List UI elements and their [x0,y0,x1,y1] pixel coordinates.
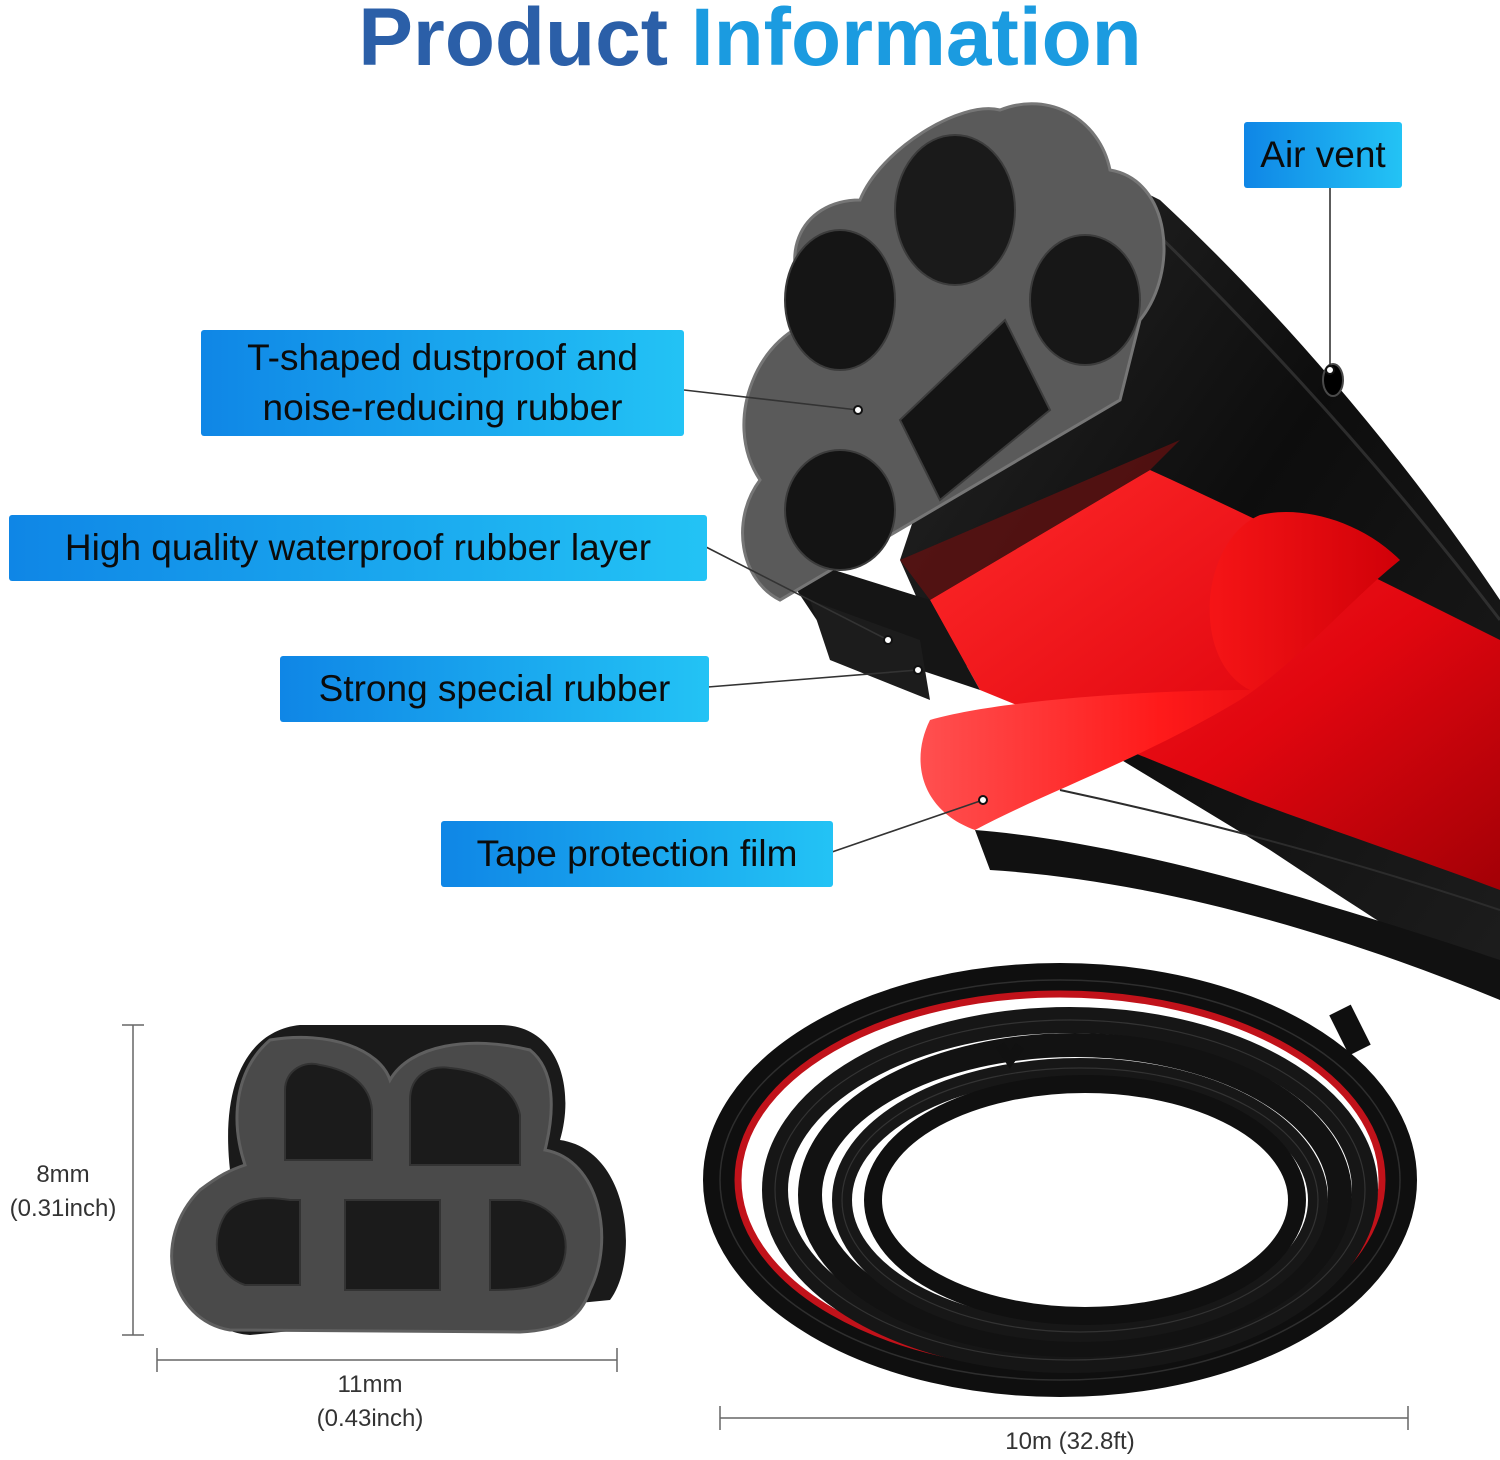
callout-dot [883,635,893,645]
callout-dot [1325,365,1335,375]
width-dimension-label: 11mm (0.43inch) [290,1368,450,1436]
callout-air-vent: Air vent [1244,122,1402,188]
profile-cross-section [170,1025,626,1335]
leader-waterproof [705,546,889,641]
length-dimension-label: 10m (32.8ft) [960,1425,1180,1459]
seal-coil [703,963,1417,1397]
leader-t-shaped [683,389,859,411]
callout-dot [978,795,988,805]
callout-waterproof-text: High quality waterproof rubber layer [64,527,652,568]
height-inch: (0.31inch) [9,1195,117,1222]
tape-protection-film [920,512,1400,830]
leader-tape-film [831,799,984,853]
title-word-information: Information [690,0,1142,83]
callout-t-shaped-rubber: T-shaped dustproof and noise-reducing ru… [201,330,684,436]
callout-tape-film: Tape protection film [441,821,833,887]
dimension-lines [122,1024,1409,1430]
callout-special-rubber-text: Strong special rubber [318,668,671,709]
callout-dot [853,405,863,415]
callout-dot [913,665,923,675]
leader-lines [683,185,1331,853]
width-mm: 11mm [337,1371,403,1398]
callout-air-vent-text: Air vent [1260,134,1386,175]
height-dimension-label: 8mm (0.31inch) [0,1158,126,1226]
leader-special-rubber [707,669,919,688]
height-mm: 8mm [36,1161,90,1188]
callout-t-shaped-line1: T-shaped dustproof and [247,337,638,378]
seal-cross-section [741,102,1166,602]
width-inch: (0.43inch) [316,1405,424,1432]
title-word-product: Product [358,0,669,83]
callout-waterproof-layer: High quality waterproof rubber layer [9,515,707,581]
callout-tape-film-text: Tape protection film [476,833,798,874]
callout-t-shaped-line2: noise-reducing rubber [262,387,623,428]
length-value: 10m (32.8ft) [1005,1428,1135,1455]
page-title: Product Information [0,0,1500,88]
callout-special-rubber: Strong special rubber [280,656,709,722]
